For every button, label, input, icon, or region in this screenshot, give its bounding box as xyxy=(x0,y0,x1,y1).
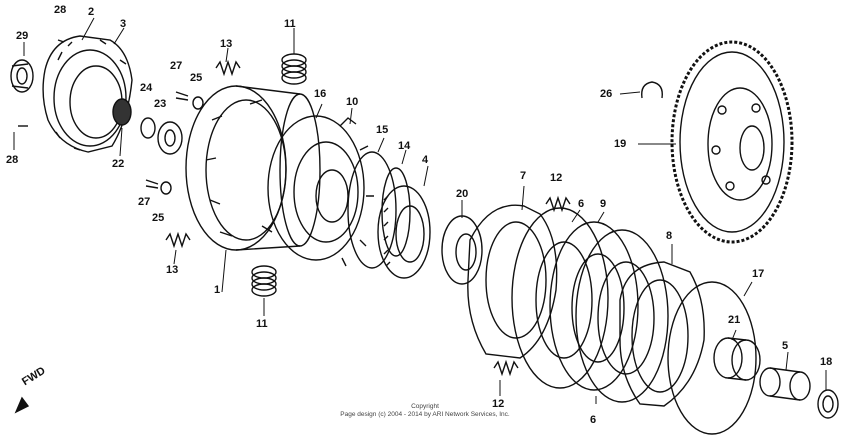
part-19-primary-gear xyxy=(670,40,794,244)
part-label-27-bottom: 27 xyxy=(138,196,151,208)
part-label-19: 19 xyxy=(614,138,627,150)
part-15-snap-ring xyxy=(347,151,397,269)
part-27-bolt-top xyxy=(175,91,189,101)
copyright-line-1: Copyright xyxy=(411,403,439,410)
part-label-11-top: 11 xyxy=(284,18,296,30)
part-label-26: 26 xyxy=(600,88,613,100)
part-label-23: 23 xyxy=(154,98,167,110)
part-label-12-bottom: 12 xyxy=(492,398,505,410)
part-label-17: 17 xyxy=(752,268,765,280)
part-1-clutch-drum xyxy=(185,85,321,251)
part-29-bearing xyxy=(10,59,34,93)
part-2-3-cover xyxy=(42,35,133,153)
copyright-notice: Copyright Page design (c) 2004 - 2014 by… xyxy=(0,403,850,419)
part-label-13-bottom: 13 xyxy=(166,264,179,276)
part-label-25-bottom: 25 xyxy=(152,212,165,224)
part-17-snap-ring xyxy=(667,281,757,435)
part-8-plate xyxy=(619,261,705,407)
part-label-10: 10 xyxy=(346,96,359,108)
leader-lines xyxy=(13,17,827,404)
part-25-washer-top xyxy=(192,96,204,110)
part-label-7: 7 xyxy=(520,170,527,182)
part-label-6-bottom: 6 xyxy=(590,414,597,426)
copyright-line-2: Page design (c) 2004 - 2014 by ARI Netwo… xyxy=(340,411,510,418)
part-label-5: 5 xyxy=(782,340,789,352)
part-label-3: 3 xyxy=(120,18,127,30)
part-label-2: 2 xyxy=(88,6,95,18)
part-27-bolt-bottom xyxy=(145,179,159,189)
part-label-14: 14 xyxy=(398,140,411,152)
part-12-spring-bottom xyxy=(493,359,519,377)
part-label-12-top: 12 xyxy=(550,172,563,184)
part-label-15: 15 xyxy=(376,124,389,136)
fwd-arrow-icon xyxy=(14,396,30,414)
part-14-ring xyxy=(381,167,411,257)
part-23-damper xyxy=(157,121,183,155)
part-24-washer xyxy=(140,117,156,139)
part-11-spring-bottom xyxy=(251,265,277,297)
part-label-18: 18 xyxy=(820,356,833,368)
part-6-friction-disc-b xyxy=(575,229,669,403)
part-4-one-way-clutch xyxy=(377,185,431,279)
part-13-spring-bottom xyxy=(165,231,191,249)
part-7-plate xyxy=(467,204,558,359)
part-5-needle-bearing xyxy=(759,367,811,401)
part-label-25-top: 25 xyxy=(190,72,203,84)
part-25-washer-bottom xyxy=(160,181,172,195)
part-16-10-clutch-center xyxy=(267,115,374,267)
part-label-9: 9 xyxy=(600,198,607,210)
part-label-28-bottom: 28 xyxy=(6,154,19,166)
part-label-16: 16 xyxy=(314,88,327,100)
part-label-28: 28 xyxy=(54,4,67,16)
part-label-20: 20 xyxy=(456,188,469,200)
part-18-washer xyxy=(817,389,839,419)
part-label-6-top: 6 xyxy=(578,198,585,210)
part-label-1: 1 xyxy=(214,284,221,296)
part-label-27-top: 27 xyxy=(170,60,183,72)
part-11-spring-top xyxy=(281,53,307,85)
part-label-29: 29 xyxy=(16,30,29,42)
part-label-24: 24 xyxy=(140,82,153,94)
part-6-friction-disc-a xyxy=(511,207,609,389)
part-label-13-top: 13 xyxy=(220,38,233,50)
screw-28-top xyxy=(57,39,65,43)
part-21-gear xyxy=(713,337,761,381)
part-9-plate xyxy=(549,221,639,391)
part-label-22: 22 xyxy=(112,158,125,170)
part-13-spring-top xyxy=(215,59,241,77)
part-20-hub xyxy=(441,215,483,285)
part-label-4: 4 xyxy=(422,154,429,166)
part-12-spring-top xyxy=(545,195,571,213)
part-26-clip xyxy=(641,81,663,99)
part-label-11-bottom: 11 xyxy=(256,318,268,330)
part-label-21: 21 xyxy=(728,314,741,326)
part-label-8: 8 xyxy=(666,230,673,242)
